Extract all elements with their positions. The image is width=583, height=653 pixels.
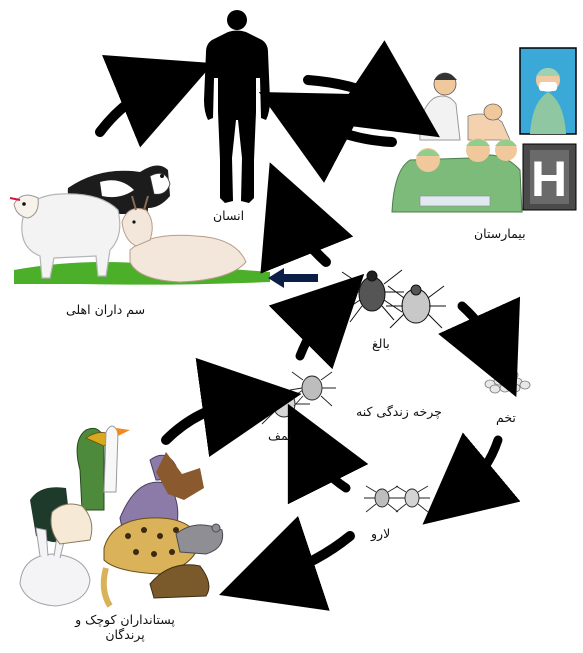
- arrow-adult-to-livestock: [268, 268, 318, 288]
- label-cycle-title: چرخه زندگی کنه: [356, 404, 442, 419]
- label-larva: لارو: [371, 526, 390, 541]
- arrow-larva-to-nymph: [312, 452, 346, 488]
- life-cycle-arrows: [300, 306, 498, 490]
- label-human: انسان: [213, 208, 244, 223]
- arrow-adult-to-human: [292, 218, 326, 262]
- hospital-sign-letter: H: [531, 151, 567, 207]
- adult-tick-drawing: [338, 270, 446, 328]
- label-nymph: نمف: [268, 428, 292, 443]
- arrow-hospital-to-human: [312, 120, 392, 142]
- arrow-adult-to-egg: [462, 306, 494, 348]
- egg-cluster-drawing: [485, 371, 530, 393]
- label-hospital: بیمارستان: [474, 226, 526, 241]
- label-small-mammals-line1: پستانداران کوچک و: [50, 612, 200, 627]
- human-figure: [204, 10, 270, 203]
- label-small-mammals-line2: پرندگان: [50, 627, 200, 642]
- label-small-mammals: پستانداران کوچک و پرندگان: [50, 612, 200, 642]
- arrow-livestock-to-human: [100, 86, 158, 132]
- label-adult: بالغ: [372, 336, 390, 351]
- label-egg: تخم: [496, 410, 516, 425]
- small-mammals-birds-scene: [20, 426, 223, 606]
- arrow-mammals-to-nymph: [166, 402, 242, 440]
- label-livestock: سم داران اهلی: [66, 302, 145, 317]
- arrow-human-to-hospital: [308, 80, 390, 104]
- nymph-tick-drawing: [258, 372, 336, 424]
- arrow-egg-to-larva: [464, 440, 498, 490]
- larva-tick-drawing: [364, 486, 430, 512]
- hospital-scene: H: [392, 48, 576, 212]
- arrow-nymph-to-adult: [300, 312, 326, 356]
- arrow-larva-to-mammals: [276, 536, 350, 576]
